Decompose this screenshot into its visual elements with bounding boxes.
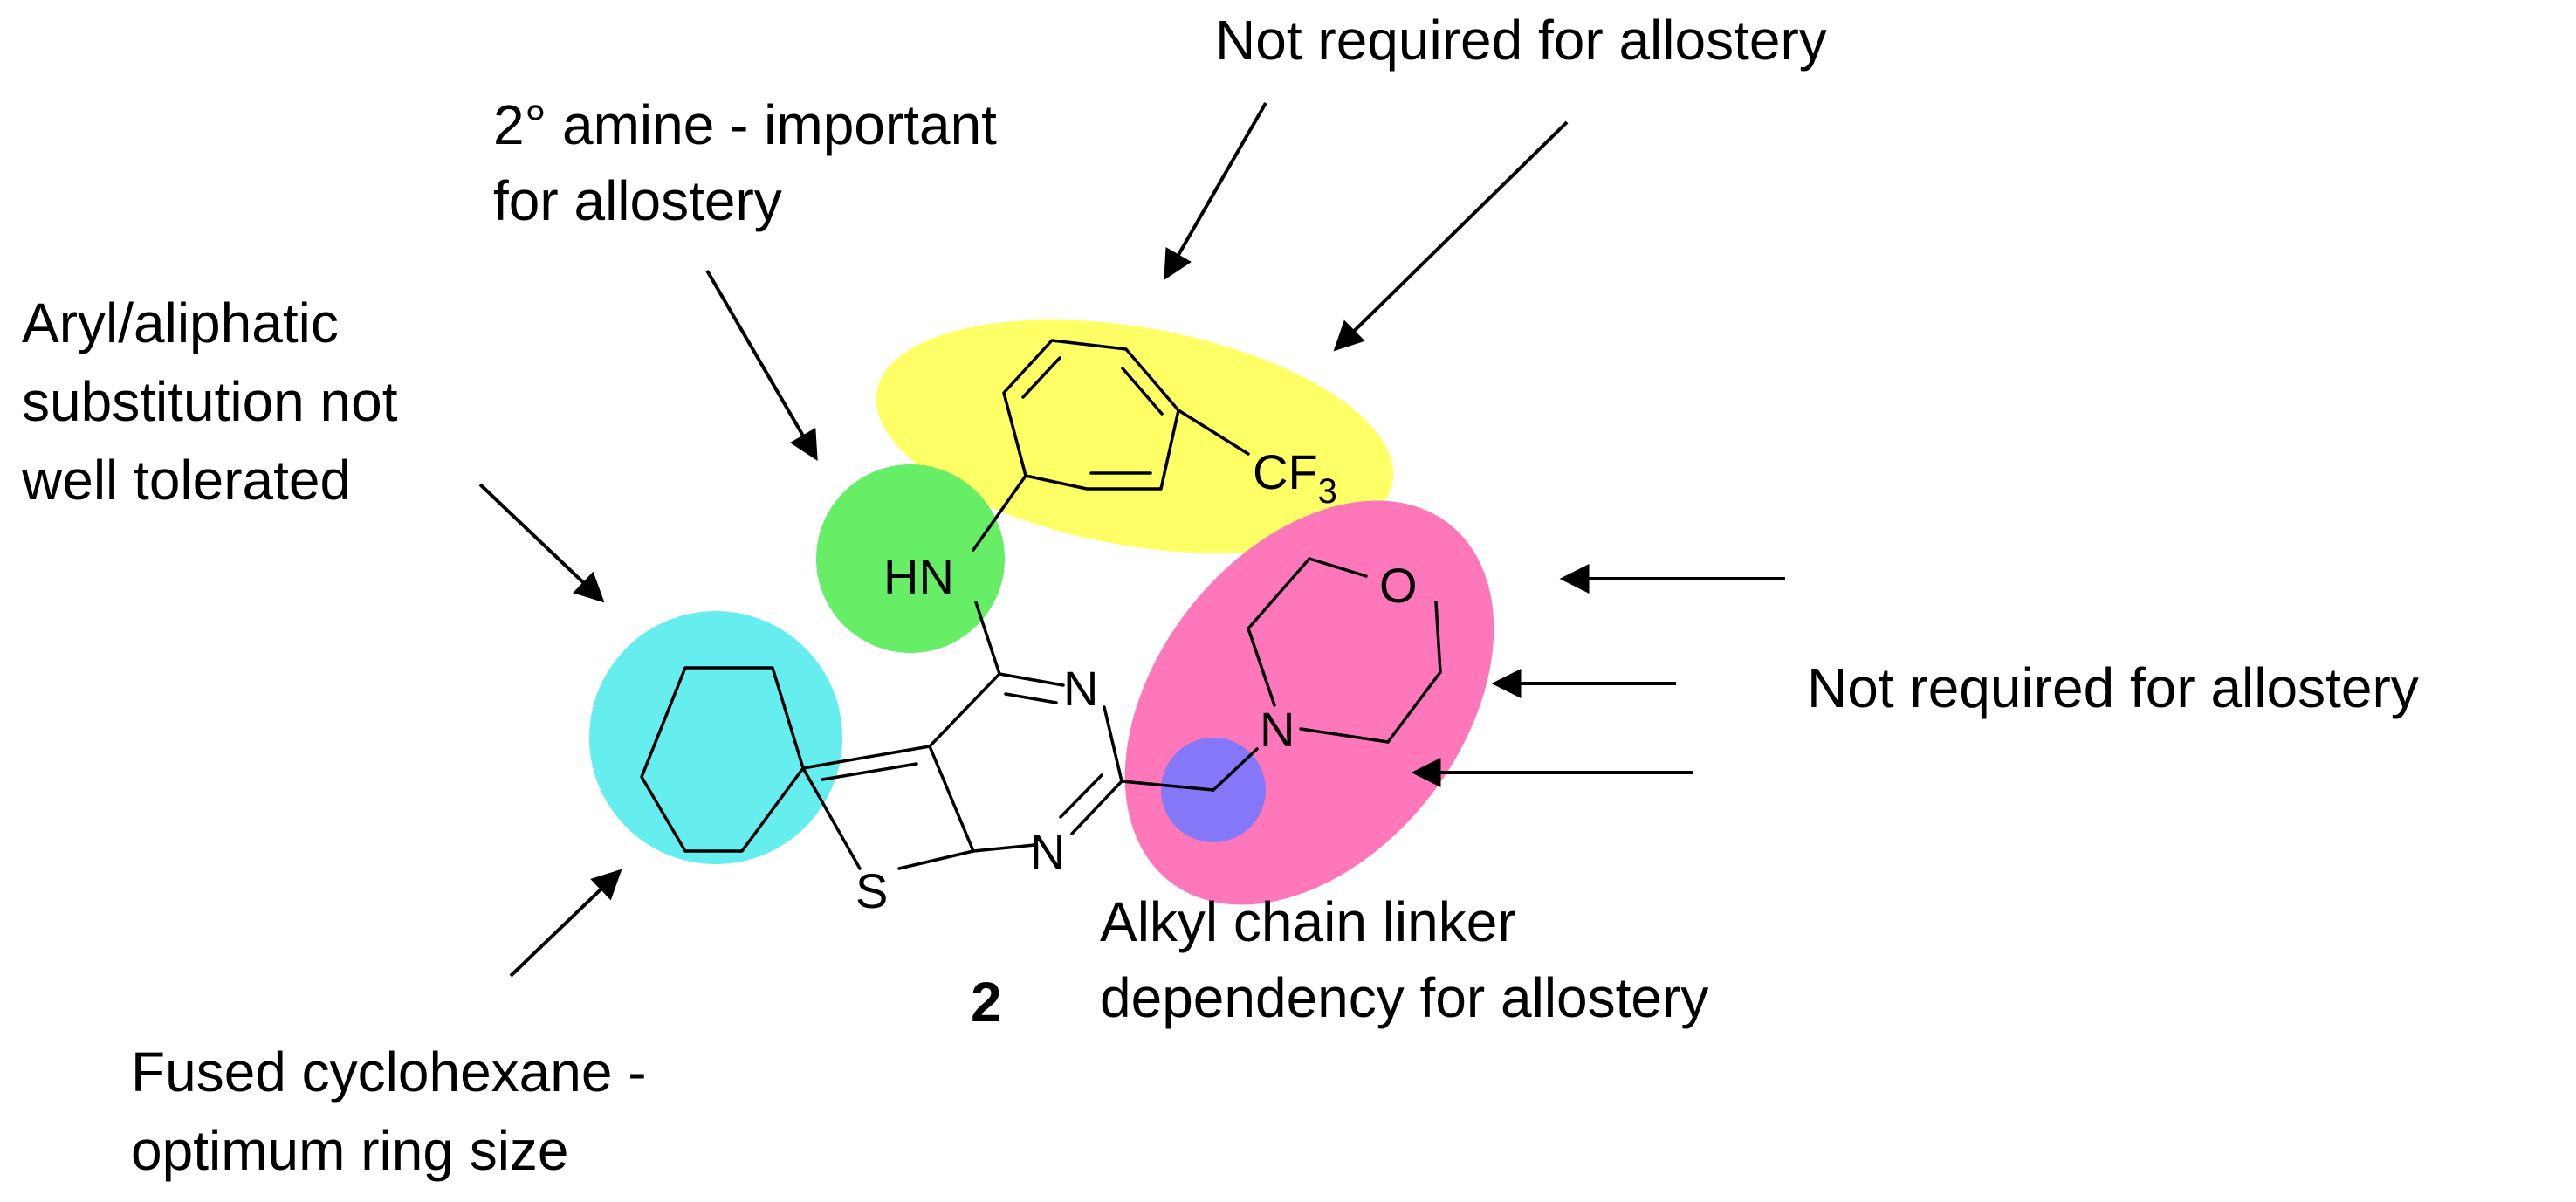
annotation-not-required-top: Not required for allostery [1215,9,1827,72]
arrow-top-right [1333,120,1569,352]
annotation-aryl-line3: well tolerated [21,449,351,512]
pyrimidine-n-upper: N [1063,661,1098,716]
annotation-aryl-line2: substitution not [22,370,398,433]
annotation-linker-line1: Alkyl chain linker [1100,890,1516,953]
molecule-bonds [640,339,1442,870]
annotation-linker-line2: dependency for allostery [1100,966,1708,1029]
arrow-cyclo [509,869,622,978]
cf3-main: CF [1253,444,1318,499]
arrow-aryl [478,483,605,603]
annotation-amine-line2: for allostery [493,169,782,232]
cf3-label: CF3 [1253,444,1337,511]
morpholine-n: N [1260,702,1295,757]
annotation-cyclo-line1: Fused cyclohexane - [131,1041,647,1103]
annotation-amine-line1: 2° amine - important [493,93,997,156]
hn-label: HN [883,549,954,604]
cyclohexane-highlight [589,611,842,864]
annotation-aryl-line1: Aryl/aliphatic [22,292,339,354]
morpholine-o: O [1379,558,1418,613]
annotation-cyclo-line2: optimum ring size [131,1119,569,1182]
compound-number: 2 [971,971,1002,1034]
arrow-amine [705,269,818,461]
aryl-highlight [876,319,1394,553]
pyrimidine-n-lower: N [1030,824,1065,879]
cf3-subscript: 3 [1318,472,1337,511]
thiophene-s: S [855,863,888,918]
arrow-top-left [1164,102,1267,280]
annotation-not-required-right: Not required for allostery [1807,656,2419,719]
amine-highlight [816,464,1005,653]
